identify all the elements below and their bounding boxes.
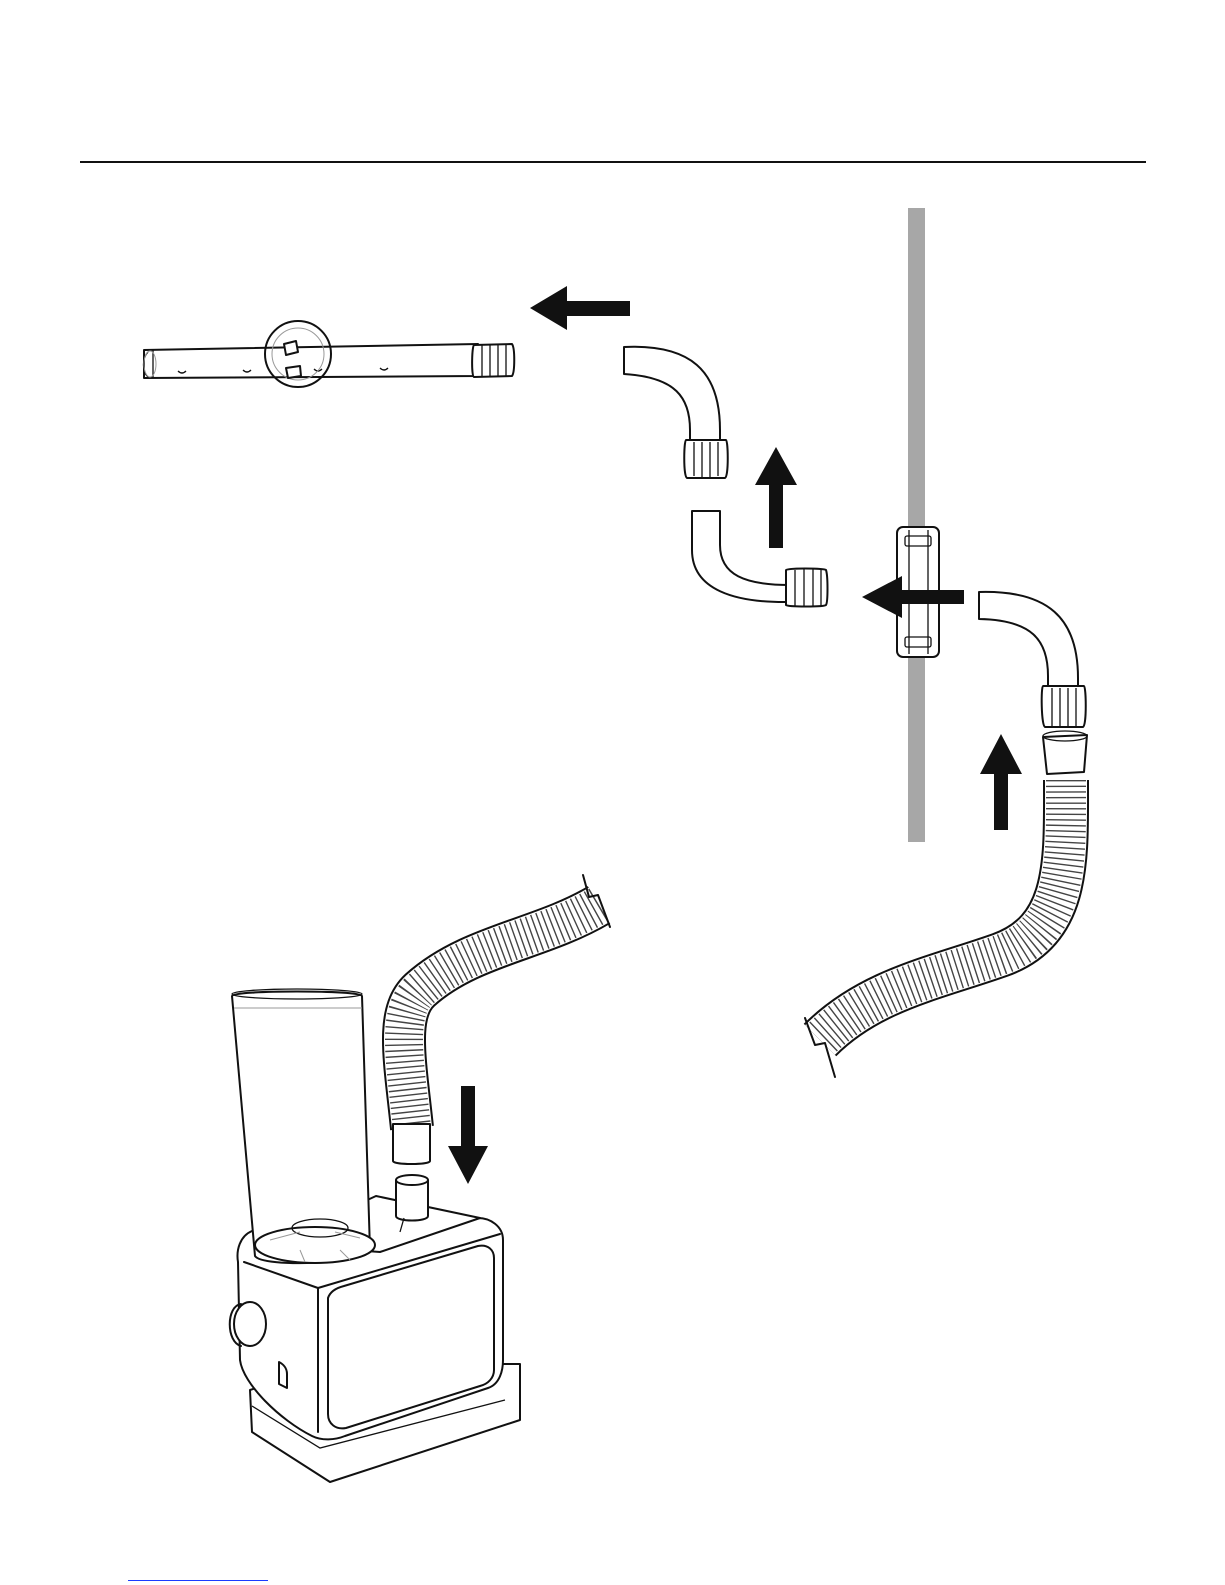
arrow-up-middle <box>755 447 797 548</box>
arrow-down-unit <box>448 1086 488 1184</box>
elbow-right <box>979 592 1086 727</box>
humidifier-unit <box>230 989 520 1482</box>
footer-link-underline <box>128 1580 268 1581</box>
elbow-upper <box>624 347 728 478</box>
header-rule <box>80 161 1146 163</box>
arrow-up-right <box>980 734 1022 830</box>
wall-section <box>908 208 925 842</box>
elbow-lower <box>692 511 828 607</box>
arrow-left-top <box>530 286 630 330</box>
distribution-tube <box>144 321 515 387</box>
flexible-hose-right <box>805 731 1087 1077</box>
flexible-hose-left <box>393 875 610 1164</box>
